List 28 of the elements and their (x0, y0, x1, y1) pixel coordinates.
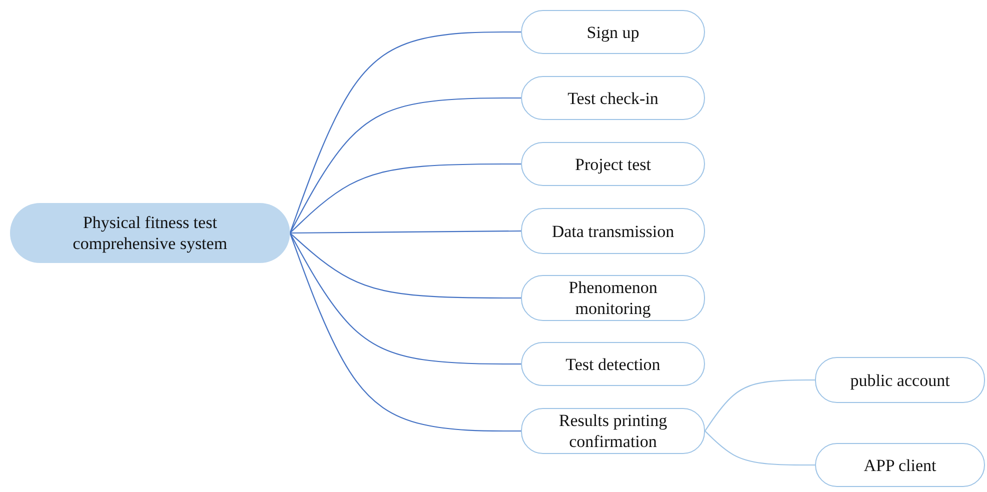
node-label: Sign up (586, 22, 640, 42)
branch-node (521, 76, 705, 120)
branch-node (815, 357, 985, 403)
connector-line (289, 232, 521, 432)
connector-line (290, 232, 521, 365)
branch-node (521, 142, 705, 186)
node-label: Project test (574, 154, 652, 174)
node-label: public account (849, 370, 951, 390)
connector-line (704, 379, 815, 432)
connector-line (704, 430, 815, 466)
connector-line (290, 163, 521, 234)
node-label: Test detection (564, 354, 662, 374)
node-label: Results printing confirmation (558, 410, 668, 452)
node-label: APP client (862, 454, 938, 476)
node-label: Data transmission (550, 220, 676, 242)
branch-node (521, 10, 705, 54)
node-label: Physical fitness test comprehensive system (72, 212, 228, 254)
node-label: Phenomenon monitoring (568, 277, 658, 319)
branch-node (521, 342, 705, 386)
branch-node (521, 408, 705, 454)
node-label: Test check-in (566, 88, 660, 108)
branch-node (521, 208, 705, 254)
branch-node (815, 443, 985, 487)
connector-line (290, 97, 521, 234)
connector-line (290, 232, 521, 299)
connector-line (289, 31, 521, 234)
connector-line (290, 230, 521, 234)
branch-node (521, 275, 705, 321)
